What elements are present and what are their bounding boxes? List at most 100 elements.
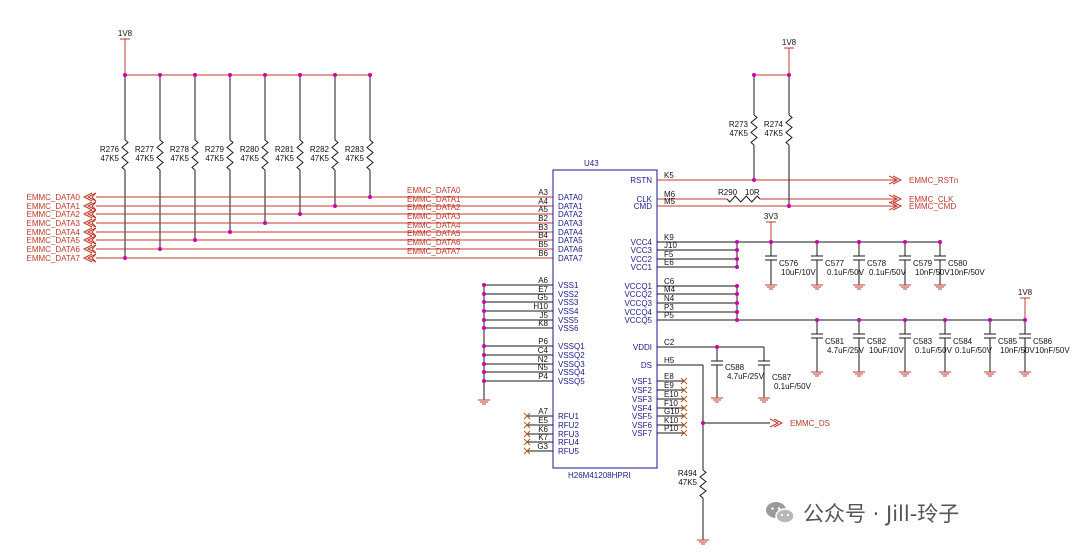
pin-number: E5 bbox=[538, 416, 548, 425]
junction-dot bbox=[787, 204, 791, 208]
pin-name: VSS5 bbox=[558, 316, 579, 325]
junction-dot bbox=[735, 248, 739, 252]
pin-number: E9 bbox=[664, 381, 674, 390]
pin-number: E10 bbox=[664, 390, 679, 399]
resistor-ref: R280 bbox=[240, 145, 260, 154]
port-emmc-data4-symbol bbox=[82, 227, 93, 237]
junction-dot bbox=[988, 318, 992, 322]
pin-number: E6 bbox=[664, 258, 674, 267]
pin-name: VSS1 bbox=[558, 281, 579, 290]
capacitor-ref: C587 bbox=[772, 373, 792, 382]
junction-dot bbox=[735, 301, 739, 305]
pin-number: N4 bbox=[664, 294, 675, 303]
resistor-value: 47K5 bbox=[135, 154, 154, 163]
junction-dot bbox=[938, 240, 942, 244]
resistor-ref: R281 bbox=[275, 145, 295, 154]
rail-1v8-left: 1V8 bbox=[118, 29, 133, 38]
junction-dot bbox=[333, 204, 337, 208]
resistor-body bbox=[121, 139, 129, 171]
pin-number: C6 bbox=[664, 277, 675, 286]
resistor-body bbox=[750, 114, 758, 146]
port-emmc-data0-symbol bbox=[82, 192, 93, 202]
junction-dot bbox=[482, 362, 486, 366]
junction-dot bbox=[482, 353, 486, 357]
pin-number: G3 bbox=[537, 442, 548, 451]
pin-name: DATA5 bbox=[558, 236, 583, 245]
pin-number: H10 bbox=[533, 302, 548, 311]
pin-name: RFU5 bbox=[558, 447, 579, 456]
port-emmc-data5-symbol bbox=[82, 235, 93, 245]
no-connect-x bbox=[680, 412, 688, 420]
resistor-ref: R278 bbox=[170, 145, 190, 154]
junction-dot bbox=[193, 73, 197, 77]
pin-name: RFU1 bbox=[558, 412, 579, 421]
port-emmc-data1: EMMC_DATA1 bbox=[27, 202, 81, 211]
port-emmc-data2: EMMC_DATA2 bbox=[27, 210, 81, 219]
pin-name: VSF3 bbox=[632, 395, 653, 404]
resistor-ref: R274 bbox=[764, 120, 784, 129]
pin-name: CMD bbox=[634, 202, 652, 211]
junction-dot bbox=[769, 240, 773, 244]
resistor-ref: R290 bbox=[718, 188, 738, 197]
junction-dot bbox=[298, 212, 302, 216]
capacitor-ref: C582 bbox=[867, 337, 887, 346]
pin-number: P6 bbox=[538, 337, 548, 346]
pin-name: VSSQ4 bbox=[558, 368, 585, 377]
pin-number: M5 bbox=[664, 197, 676, 206]
junction-dot bbox=[735, 284, 739, 288]
pin-number: E8 bbox=[664, 372, 674, 381]
resistor-value: 47K5 bbox=[729, 129, 748, 138]
junction-dot bbox=[735, 257, 739, 261]
pin-name: VSSQ2 bbox=[558, 351, 585, 360]
pin-name: DATA1 bbox=[558, 202, 583, 211]
pin-name: VSF6 bbox=[632, 421, 653, 430]
junction-dot bbox=[903, 318, 907, 322]
resistor-value: 47K5 bbox=[764, 129, 783, 138]
junction-dot bbox=[701, 421, 705, 425]
port-emmc_cmd-symbol bbox=[888, 201, 899, 211]
junction-dot bbox=[482, 379, 486, 383]
capacitor-ref: C579 bbox=[913, 259, 933, 268]
junction-dot bbox=[735, 318, 739, 322]
junction-dot bbox=[263, 73, 267, 77]
pin-name: RFU2 bbox=[558, 421, 579, 430]
chip-part-number: H26M41208HPRI bbox=[568, 471, 631, 480]
pin-name: VSF5 bbox=[632, 412, 653, 421]
capacitor-value: 0.1uF/50V bbox=[774, 382, 812, 391]
resistor-value: 47K5 bbox=[205, 154, 224, 163]
resistor-body bbox=[156, 139, 164, 171]
junction-dot bbox=[158, 247, 162, 251]
resistor-value: 47K5 bbox=[275, 154, 294, 163]
port-emmc-data3-symbol bbox=[86, 218, 97, 228]
junction-dot bbox=[482, 309, 486, 313]
pin-number: K7 bbox=[538, 433, 548, 442]
port-emmc-data7-symbol bbox=[82, 253, 93, 263]
port-emmc-data6-symbol bbox=[86, 244, 97, 254]
pin-number: M4 bbox=[664, 285, 676, 294]
net-label-data5: EMMC_DATA5 bbox=[407, 229, 461, 238]
net-label-data4: EMMC_DATA4 bbox=[407, 221, 461, 230]
no-connect-x bbox=[523, 447, 531, 455]
junction-dot bbox=[482, 370, 486, 374]
junction-dot bbox=[735, 310, 739, 314]
no-connect-x bbox=[523, 412, 531, 420]
pin-number: B2 bbox=[538, 214, 548, 223]
net-label-data2: EMMC_DATA2 bbox=[407, 203, 461, 212]
resistor-ref: R273 bbox=[729, 120, 749, 129]
port-emmc_clk-symbol bbox=[892, 194, 903, 204]
pin-name: VSSQ1 bbox=[558, 342, 585, 351]
junction-dot bbox=[903, 240, 907, 244]
pin-number: B6 bbox=[538, 249, 548, 258]
watermark-text: 公众号 · Jill-玲子 bbox=[803, 502, 960, 526]
net-label-data7: EMMC_DATA7 bbox=[407, 247, 461, 256]
junction-dot bbox=[158, 73, 162, 77]
pin-name: DS bbox=[641, 361, 652, 370]
capacitor-ref: C581 bbox=[825, 337, 845, 346]
junction-dot bbox=[368, 195, 372, 199]
port-emmc-data2-symbol bbox=[86, 209, 97, 219]
no-connect-x bbox=[680, 404, 688, 412]
resistor-ref: R279 bbox=[205, 145, 225, 154]
port-emmc_rstn: EMMC_RSTn bbox=[909, 176, 958, 185]
port-emmc-data6-symbol bbox=[82, 244, 93, 254]
no-connect-x bbox=[680, 421, 688, 429]
